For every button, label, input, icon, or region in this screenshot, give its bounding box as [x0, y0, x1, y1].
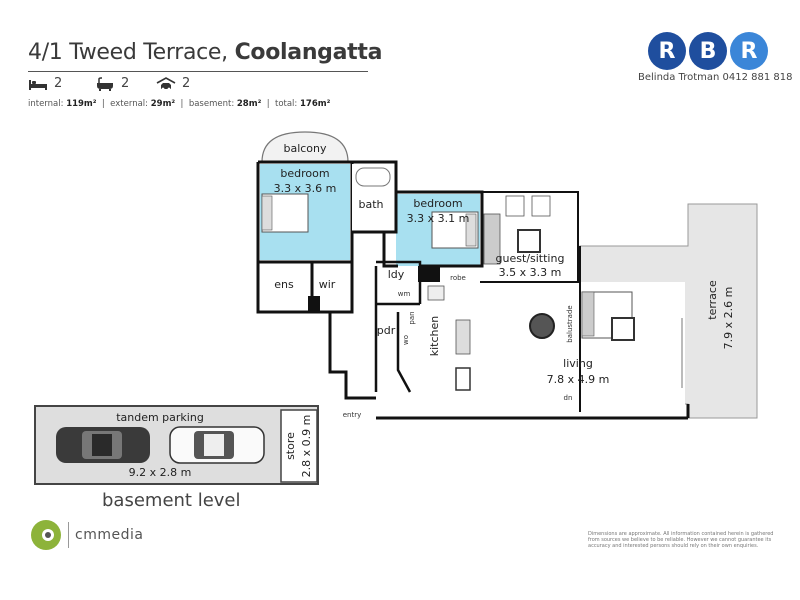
parking-count: 2 [182, 76, 191, 91]
bedroom1-size: 3.3 x 3.6 m [274, 182, 337, 195]
title-divider [28, 71, 368, 72]
wo-label: wo [402, 335, 410, 345]
car-white [169, 426, 265, 464]
balcony-label: balcony [283, 142, 327, 155]
ldy-label: ldy [388, 268, 405, 281]
internal-area-value: 119m² [66, 99, 97, 109]
parking-label: tandem parking [116, 411, 204, 424]
balcony-shape [261, 131, 349, 163]
ensuite-floor [260, 262, 310, 312]
bedrooms-feature: 2 [28, 76, 62, 91]
car-icon [156, 76, 176, 90]
terrace-label: terrace [706, 280, 719, 320]
entry-label: entry [343, 411, 362, 419]
guest-size: 3.5 x 3.3 m [499, 266, 562, 279]
bedroom2-label: bedroom [413, 197, 462, 210]
guest-label: guest/sitting [496, 252, 565, 265]
parking-size: 9.2 x 2.8 m [129, 466, 192, 479]
logo-letter-r2: R [730, 32, 768, 70]
bathrooms-feature: 2 [95, 76, 129, 91]
bed-icon [29, 79, 47, 90]
living-label: living [563, 357, 593, 370]
agent-contact: Belinda Trotman 0412 881 818 [638, 72, 793, 83]
external-area-label: | external: [96, 99, 151, 109]
bedrooms-count: 2 [54, 76, 63, 91]
total-area-value: 176m² [300, 99, 331, 109]
bathroom-walls [352, 160, 398, 234]
bedroom1-label: bedroom [280, 167, 329, 180]
terrace-size: 7.9 x 2.6 m [722, 287, 735, 350]
bath-label: bath [358, 198, 383, 211]
living-size: 7.8 x 4.9 m [547, 373, 610, 386]
dn-label: dn [564, 394, 573, 402]
cmmedia-logo: cmmedia [30, 519, 143, 551]
external-area-value: 29m² [150, 99, 176, 109]
guest-room-walls [480, 191, 581, 412]
bath-icon [97, 76, 113, 91]
cmmedia-icon [31, 520, 61, 550]
store-label: store [284, 432, 297, 460]
outer-walls [328, 312, 690, 420]
area-summary: internal: 119m² | external: 29m² | basem… [28, 99, 330, 109]
pan-label: pan [408, 311, 416, 324]
dining-table [529, 313, 555, 339]
logo-letter-b: B [689, 32, 727, 70]
parking-feature: 2 [156, 76, 190, 91]
wir-label: wir [319, 278, 336, 291]
bedroom2-walls [382, 190, 484, 268]
logo-letter-r1: R [648, 32, 686, 70]
ens-label: ens [274, 278, 294, 291]
cmmedia-text: cmmedia [75, 527, 144, 543]
bathrooms-count: 2 [121, 76, 130, 91]
pdr-label: pdr [377, 324, 396, 337]
store-area [280, 409, 318, 483]
bedroom2-size: 3.3 x 3.1 m [407, 212, 470, 225]
disclaimer-text: Dimensions are approximate. All informat… [588, 531, 774, 549]
agency-logo: R B R [648, 32, 768, 70]
title-unit: 4/1 Tweed Terrace, [28, 40, 235, 65]
robe-label: robe [450, 274, 466, 282]
store-size: 2.8 x 0.9 m [300, 415, 313, 478]
basement-area-label: | basement: [175, 99, 237, 109]
service-walls [374, 260, 422, 393]
car-dark [56, 427, 150, 463]
balustrade-label: balustrade [566, 305, 574, 342]
basement-level-label: basement level [102, 490, 241, 511]
basement-area-value: 28m² [236, 99, 262, 109]
wm-label: wm [398, 290, 411, 298]
title-suburb: Coolangatta [234, 40, 383, 65]
internal-area-label: internal: [28, 99, 67, 109]
kitchen-label: kitchen [428, 316, 441, 357]
property-title: 4/1 Tweed Terrace, Coolangatta [28, 40, 382, 65]
total-area-label: | total: [261, 99, 300, 109]
